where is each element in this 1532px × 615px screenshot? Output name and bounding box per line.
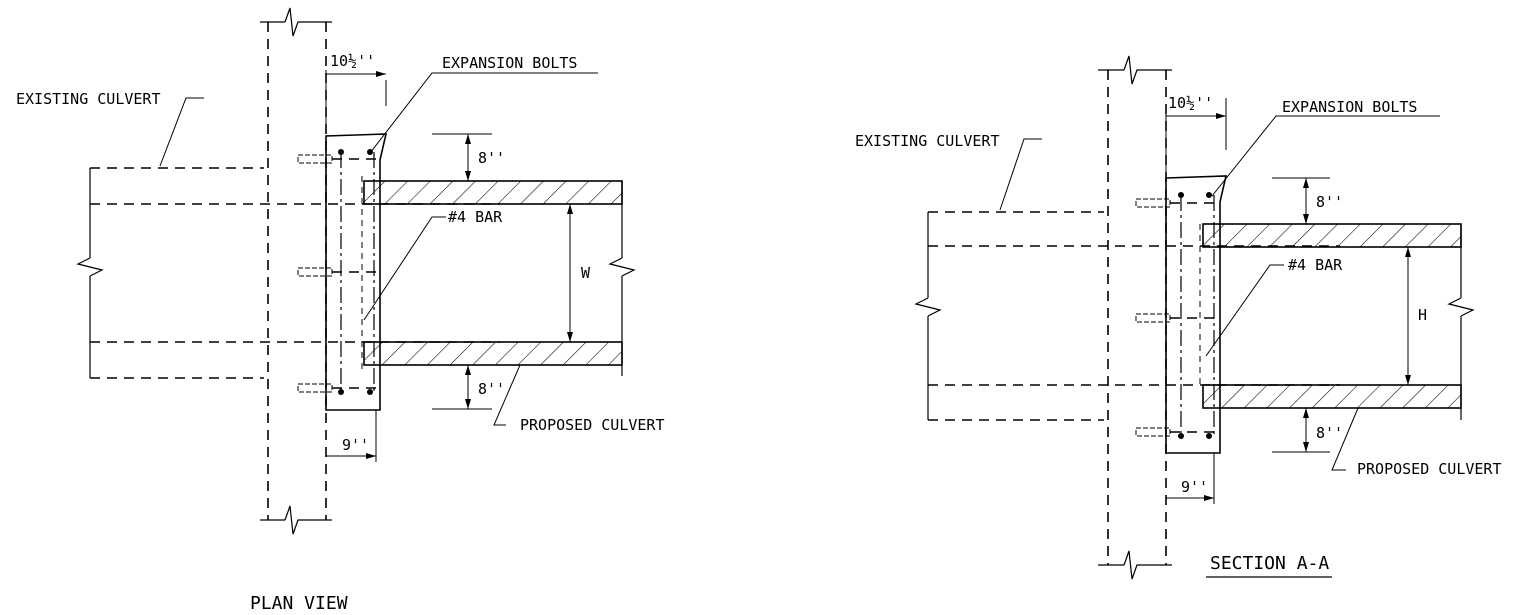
plan-expansion-bolt	[297, 383, 376, 393]
section-expansion-bolt	[1135, 427, 1214, 437]
plan-proposed-culvert-label: PROPOSED CULVERT	[520, 416, 665, 434]
plan-top-offset-label: 8''	[478, 149, 505, 167]
plan-dim-top	[325, 70, 387, 130]
plan-leader-bolts	[369, 72, 598, 154]
plan-leader-existing	[159, 97, 204, 167]
plan-collar-dim-label: 9''	[342, 436, 369, 454]
plan-proposed-culvert	[363, 180, 636, 376]
plan-dim-offset-bottom	[432, 365, 492, 410]
plan-view: EXISTING CULVERT EXPANSION BOLTS 10½'' 8…	[16, 7, 665, 614]
section-bottom-offset-label: 8''	[1316, 424, 1343, 442]
plan-width-label: W	[581, 264, 591, 282]
plan-view-title: PLAN VIEW	[250, 593, 348, 614]
section-expansion-bolt	[1135, 313, 1214, 323]
plan-bar-label: #4 BAR	[448, 208, 503, 226]
plan-expansion-bolts-label: EXPANSION BOLTS	[442, 54, 577, 72]
section-proposed-culvert-label: PROPOSED CULVERT	[1357, 460, 1502, 478]
section-expansion-bolts-label: EXPANSION BOLTS	[1282, 98, 1417, 116]
plan-existing-wall	[260, 7, 332, 535]
plan-leader-bar	[363, 216, 446, 321]
section-existing-wall	[1098, 55, 1172, 580]
plan-top-dim-label: 10½''	[330, 52, 375, 70]
section-leader-bar	[1205, 264, 1284, 357]
section-existing-culvert-label: EXISTING CULVERT	[855, 132, 1000, 150]
section-collar-dim-label: 9''	[1181, 478, 1208, 496]
section-leader-proposed	[1331, 407, 1359, 471]
section-expansion-bolt	[1135, 198, 1214, 208]
section-view: EXISTING CULVERT EXPANSION BOLTS 10½'' 8…	[855, 55, 1502, 580]
plan-expansion-bolt	[297, 267, 376, 277]
section-dim-top	[1165, 98, 1227, 172]
section-dim-collar	[1166, 453, 1215, 504]
plan-leader-proposed	[493, 364, 521, 426]
plan-dim-collar	[326, 410, 377, 462]
section-top-offset-label: 8''	[1316, 193, 1343, 211]
section-collar	[1165, 175, 1228, 454]
section-proposed-culvert	[1202, 223, 1475, 420]
section-dim-offset-top	[1272, 177, 1330, 224]
section-bar-label: #4 BAR	[1288, 256, 1343, 274]
plan-dim-width	[567, 204, 573, 342]
section-leader-existing	[999, 138, 1042, 211]
section-top-dim-label: 10½''	[1168, 94, 1213, 112]
section-dim-height	[1405, 247, 1411, 385]
section-dim-offset-bottom	[1272, 408, 1330, 453]
plan-existing-culvert-label: EXISTING CULVERT	[16, 90, 161, 108]
plan-bottom-offset-label: 8''	[478, 380, 505, 398]
plan-expansion-bolt	[297, 154, 376, 164]
plan-dim-offset-top	[432, 133, 492, 181]
section-leader-bolts	[1211, 115, 1440, 197]
section-height-label: H	[1418, 306, 1427, 324]
section-view-title: SECTION A-A	[1210, 553, 1329, 574]
